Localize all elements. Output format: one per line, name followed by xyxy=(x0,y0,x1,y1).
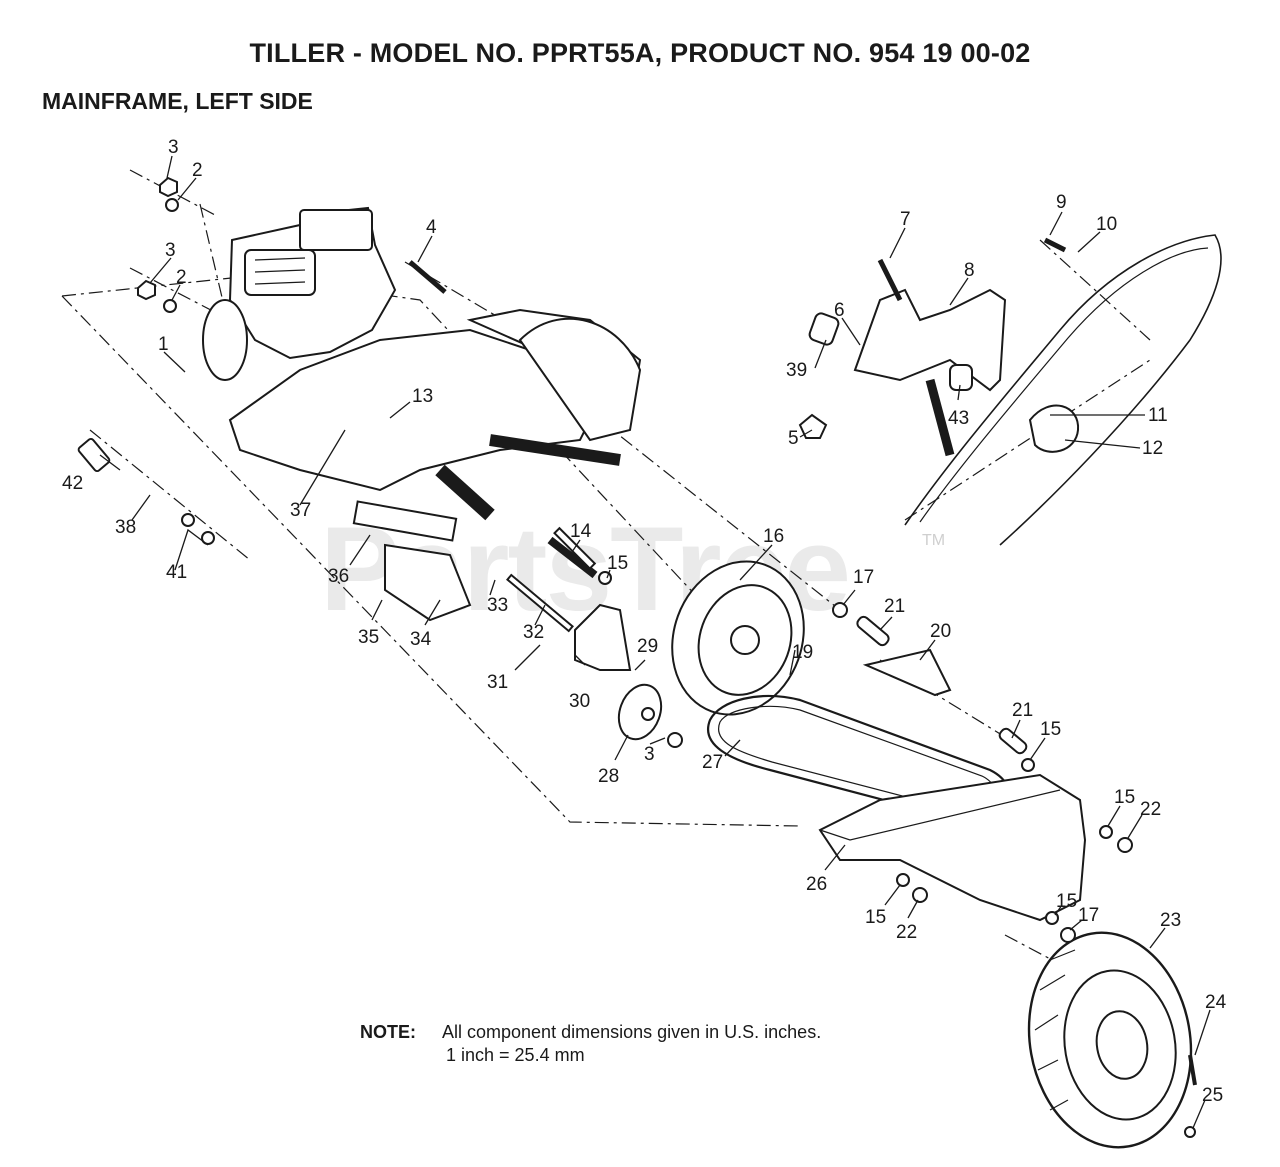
callout-19: 19 xyxy=(792,642,813,663)
callout-37: 37 xyxy=(290,500,311,521)
callout-29: 29 xyxy=(637,636,658,657)
callout-39: 39 xyxy=(786,360,807,381)
large-pulley xyxy=(671,560,805,716)
callout-3: 3 xyxy=(165,240,176,261)
callout-2: 2 xyxy=(192,160,203,181)
callout-43: 43 xyxy=(948,408,969,429)
callout-35: 35 xyxy=(358,627,379,648)
tine-shield xyxy=(904,234,1222,546)
diagram-title: TILLER - MODEL NO. PPRT55A, PRODUCT NO. … xyxy=(249,38,1031,68)
callout-12: 12 xyxy=(1142,438,1163,459)
callout-28: 28 xyxy=(598,766,619,787)
callout-13: 13 xyxy=(412,386,433,407)
callout-24: 24 xyxy=(1205,992,1227,1013)
engine xyxy=(202,206,397,381)
callout-20: 20 xyxy=(930,621,951,642)
callout-30: 30 xyxy=(569,691,590,712)
callout-15: 15 xyxy=(1114,787,1135,808)
callout-15: 15 xyxy=(1040,719,1061,740)
hardware xyxy=(77,176,1197,1138)
mainframe xyxy=(228,308,642,492)
callout-34: 34 xyxy=(410,629,432,650)
callout-33: 33 xyxy=(487,595,508,616)
callout-38: 38 xyxy=(115,517,136,538)
callout-3: 3 xyxy=(168,137,179,158)
note-line-2: 1 inch = 25.4 mm xyxy=(446,1045,585,1065)
shafts xyxy=(435,434,621,579)
leader-lines xyxy=(99,155,1211,1129)
callout-31: 31 xyxy=(487,672,508,693)
dimension-note: NOTE: All component dimensions given in U… xyxy=(360,1021,821,1067)
callout-36: 36 xyxy=(328,566,349,587)
note-line-1: All component dimensions given in U.S. i… xyxy=(442,1022,822,1042)
callout-15: 15 xyxy=(865,907,886,928)
callout-22: 22 xyxy=(896,922,917,943)
callout-22: 22 xyxy=(1140,799,1161,820)
callout-21: 21 xyxy=(884,596,905,617)
callout-32: 32 xyxy=(523,622,544,643)
callout-5: 5 xyxy=(788,428,799,449)
belt-guard xyxy=(818,773,1087,922)
callout-17: 17 xyxy=(1078,905,1099,926)
callout-16: 16 xyxy=(763,526,784,547)
callout-7: 7 xyxy=(900,209,911,230)
small-pulley xyxy=(617,683,663,741)
callout-23: 23 xyxy=(1160,910,1181,931)
note-label: NOTE: xyxy=(360,1022,416,1042)
watermark-trademark: TM xyxy=(922,532,946,549)
callout-4: 4 xyxy=(426,217,437,238)
callout-10: 10 xyxy=(1096,214,1117,235)
wheel xyxy=(1027,931,1193,1149)
depth-bracket xyxy=(853,288,1007,457)
callout-17: 17 xyxy=(853,567,874,588)
diagram-subtitle: MAINFRAME, LEFT SIDE xyxy=(42,88,313,114)
callout-27: 27 xyxy=(702,752,723,773)
callout-25: 25 xyxy=(1202,1085,1223,1106)
callout-15: 15 xyxy=(1056,891,1077,912)
callout-9: 9 xyxy=(1056,192,1067,213)
callout-3: 3 xyxy=(644,744,655,765)
callouts: 3 2 3 2 1 4 7 8 9 10 6 39 11 12 43 5 13 … xyxy=(62,137,1227,1106)
callout-21: 21 xyxy=(1012,700,1033,721)
callout-2: 2 xyxy=(176,267,187,288)
callout-41: 41 xyxy=(166,562,187,583)
callout-1: 1 xyxy=(158,334,169,355)
callout-8: 8 xyxy=(964,260,975,281)
callout-42: 42 xyxy=(62,473,83,494)
callout-11: 11 xyxy=(1148,405,1168,426)
callout-14: 14 xyxy=(570,521,592,542)
callout-6: 6 xyxy=(834,300,845,321)
callout-15: 15 xyxy=(607,553,628,574)
callout-26: 26 xyxy=(806,874,827,895)
